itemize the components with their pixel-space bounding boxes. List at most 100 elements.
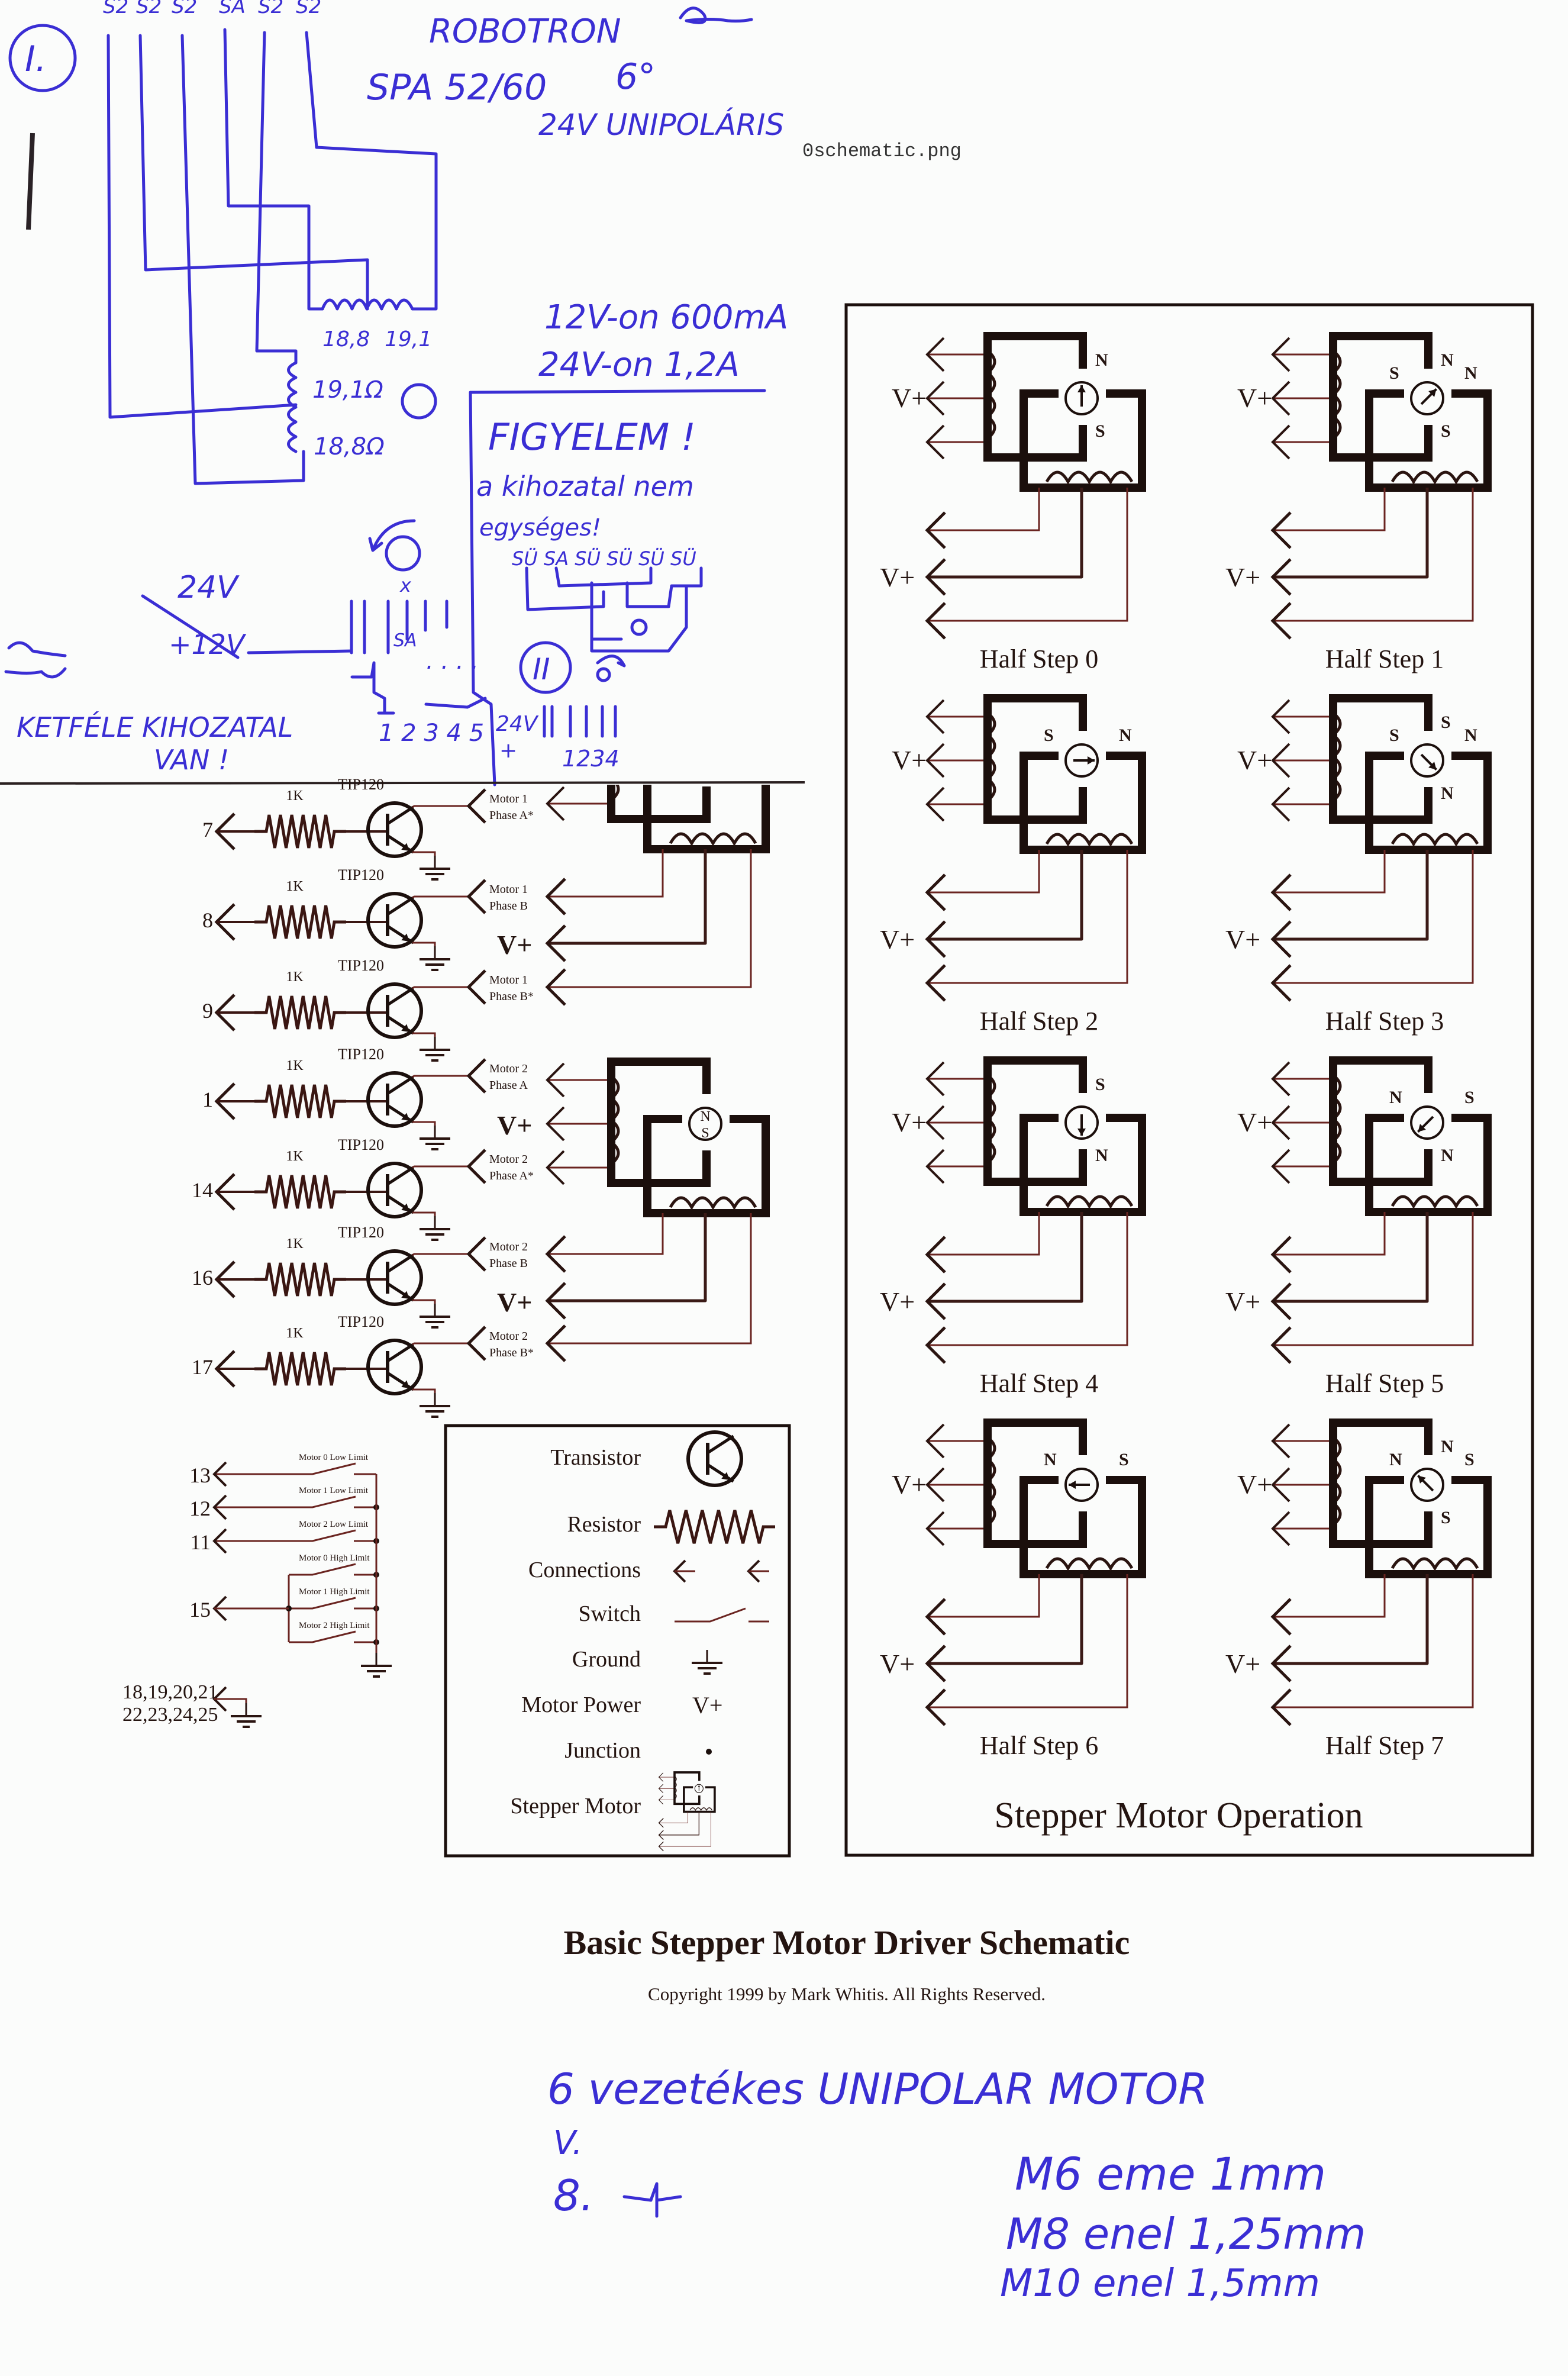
ground-icon (420, 1126, 450, 1150)
transistor-icon (366, 1339, 423, 1395)
note-v: V. (553, 2124, 583, 2162)
motor-lead (927, 1212, 1083, 1303)
wire-label: S2 (172, 0, 197, 18)
connector-arrow-icon (212, 1461, 227, 1487)
vplus-label: V+ (497, 930, 532, 960)
voltage-24: 24V (178, 570, 240, 605)
pin-number: 7 (202, 818, 213, 842)
stepper-motor-icon: NSV+V+ (880, 332, 1146, 640)
wire-label: S2 (136, 0, 162, 18)
connector-label: Phase A* (489, 1169, 534, 1182)
connector-arrow-icon (1271, 786, 1290, 822)
motor-lead (547, 1213, 664, 1255)
motor-lead (927, 850, 1083, 941)
connector-arrow-icon (925, 1149, 945, 1184)
pin-number: 11 (190, 1530, 211, 1554)
emitter-wire (412, 851, 436, 866)
connector-arrow-icon (212, 1494, 227, 1520)
pin-number: 15 (189, 1598, 211, 1621)
rotor-icon (688, 1107, 722, 1141)
connector-arrow-icon (546, 1150, 565, 1185)
transistor-emitter (386, 1194, 414, 1214)
section-one-label: I. (25, 38, 47, 80)
vplus-label: V+ (892, 1107, 927, 1137)
connector-arrow-icon (466, 1236, 486, 1272)
pin-numbers-one: 1 2 3 4 5 (379, 720, 484, 747)
transistor-collector (386, 896, 414, 916)
resistor-icon (254, 1262, 346, 1297)
resistor-icon (654, 1510, 775, 1544)
pole-label-left: N (1389, 1450, 1402, 1469)
switch-label: Motor 1 Low Limit (299, 1486, 369, 1495)
ground-icon (361, 1653, 392, 1678)
junction-icon (706, 1749, 712, 1755)
connector-arrow-icon (925, 1282, 946, 1320)
transistor-collector (386, 805, 414, 826)
connector-arrow-icon (1270, 1598, 1292, 1636)
transistor-label: TIP120 (338, 1136, 384, 1153)
motor-lead (927, 488, 1128, 622)
wire-labels: S2 S2 S2 SA S2 S2 (103, 0, 321, 18)
connector-arrow-icon (545, 968, 566, 1006)
legend-label: Ground (572, 1647, 641, 1672)
transistor-collector (386, 1166, 414, 1186)
transistor-collector (706, 1434, 734, 1455)
pole-label-bottom: N (1441, 1146, 1454, 1165)
rotor-arrowhead (1088, 756, 1095, 765)
resistor-label: 1K (286, 1058, 304, 1073)
half-step-label: Half Step 7 (1325, 1731, 1444, 1760)
stator-a (1329, 1418, 1433, 1548)
connector-arrow-icon (546, 786, 565, 821)
connector-arrow-icon (925, 1511, 945, 1546)
switch-blade (214, 1495, 356, 1508)
circle-one-mark (8, 24, 77, 92)
connector-arrow-icon (658, 1795, 664, 1805)
stator-a (983, 694, 1087, 824)
emitter-arrow (401, 1291, 409, 1299)
transistor-body (366, 1249, 423, 1306)
pole-label-left: S (1389, 363, 1399, 383)
motor-lead (927, 1212, 1040, 1256)
thread-note: M8 enel 1,25mm (1006, 2209, 1366, 2259)
wire-labels-two: SÜ SA SÜ SÜ SÜ SÜ (512, 547, 696, 570)
emitter-wire (412, 942, 436, 957)
motor-lead (927, 850, 1128, 984)
resistor-icon (254, 1084, 346, 1118)
connector-arrow-icon (925, 558, 946, 596)
switch-label: Motor 2 High Limit (299, 1621, 370, 1630)
stator-a (983, 332, 1087, 462)
pole-label-bottom: N (1095, 1146, 1108, 1165)
signature-scribble (679, 7, 753, 24)
pole-label-bottom: N (1441, 784, 1454, 803)
vplus-label: V+ (1237, 383, 1272, 413)
pin-number: 17 (192, 1355, 213, 1379)
connector-label: Phase B (489, 900, 528, 913)
connector-arrow-icon (925, 1326, 946, 1364)
vplus-label: V+ (892, 1469, 927, 1500)
motor-lead (1273, 1212, 1429, 1303)
connector-arrow-icon (545, 1324, 566, 1362)
warning-line1: a kihozatal nem (476, 470, 694, 502)
connector-arrow-icon (925, 699, 945, 734)
legend-label: Motor Power (521, 1692, 641, 1717)
vplus-label: V+ (1225, 562, 1260, 592)
connector-two-sketch: II 24V + 1234 (496, 641, 626, 772)
legend-label: Transistor (550, 1445, 641, 1470)
coil-vertical (287, 361, 298, 453)
ground-pins: 22,23,24,25 (122, 1704, 218, 1726)
connector-arrow-icon (1271, 699, 1290, 734)
motor-lead (659, 1811, 699, 1836)
pole-label-right: N (1464, 363, 1477, 383)
transistor-emitter (706, 1463, 734, 1483)
emitter-arrow (401, 1024, 409, 1032)
pole-label-left: S (1389, 726, 1399, 745)
motor-lead (927, 1212, 1128, 1346)
coil-bottom (1390, 1195, 1479, 1210)
motor-lead (659, 1811, 711, 1847)
